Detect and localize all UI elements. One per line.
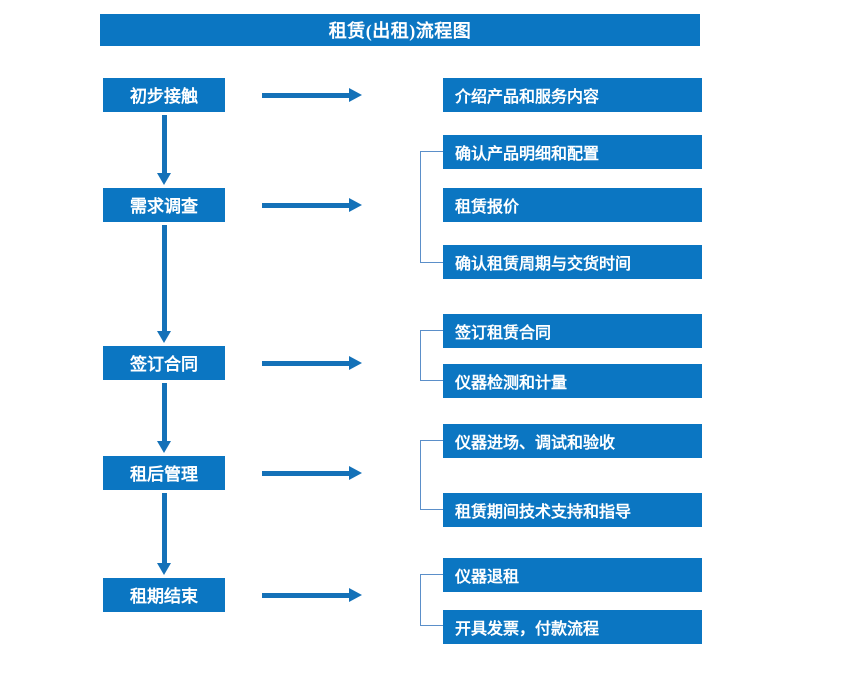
- task-group-brace-4: [420, 440, 443, 510]
- flow-arrow-down-4: [157, 493, 171, 575]
- flow-arrow-down-2: [157, 225, 171, 343]
- task-group-brace-3: [420, 330, 443, 381]
- task-node-开具发票付款流程[interactable]: 开具发票，付款流程: [443, 610, 702, 644]
- flow-arrow-down-3: [157, 383, 171, 453]
- task-node-确认产品明细和配置[interactable]: 确认产品明细和配置: [443, 135, 702, 169]
- flow-arrow-right-3: [262, 356, 362, 370]
- task-group-brace-5: [420, 574, 443, 626]
- task-node-签订租赁合同[interactable]: 签订租赁合同: [443, 314, 702, 348]
- task-node-租赁期间技术支持和指导[interactable]: 租赁期间技术支持和指导: [443, 493, 702, 527]
- task-node-仪器检测和计量[interactable]: 仪器检测和计量: [443, 364, 702, 398]
- stage-node-签订合同[interactable]: 签订合同: [103, 346, 225, 380]
- flow-arrow-right-5: [262, 588, 362, 602]
- flow-arrow-right-4: [262, 466, 362, 480]
- flow-arrow-right-2: [262, 198, 362, 212]
- task-node-介绍产品和服务内容[interactable]: 介绍产品和服务内容: [443, 78, 702, 112]
- task-node-仪器退租[interactable]: 仪器退租: [443, 558, 702, 592]
- flow-arrow-down-1: [157, 115, 171, 185]
- stage-node-租后管理[interactable]: 租后管理: [103, 456, 225, 490]
- flowchart-title: 租赁(出租)流程图: [100, 14, 700, 46]
- task-node-确认租赁周期与交货时间[interactable]: 确认租赁周期与交货时间: [443, 245, 702, 279]
- flow-arrow-right-1: [262, 88, 362, 102]
- task-node-仪器进场调试和验收[interactable]: 仪器进场、调试和验收: [443, 424, 702, 458]
- task-node-租赁报价[interactable]: 租赁报价: [443, 188, 702, 222]
- task-group-brace-2: [420, 151, 443, 263]
- stage-node-需求调查[interactable]: 需求调查: [103, 188, 225, 222]
- stage-node-初步接触[interactable]: 初步接触: [103, 78, 225, 112]
- stage-node-租期结束[interactable]: 租期结束: [103, 578, 225, 612]
